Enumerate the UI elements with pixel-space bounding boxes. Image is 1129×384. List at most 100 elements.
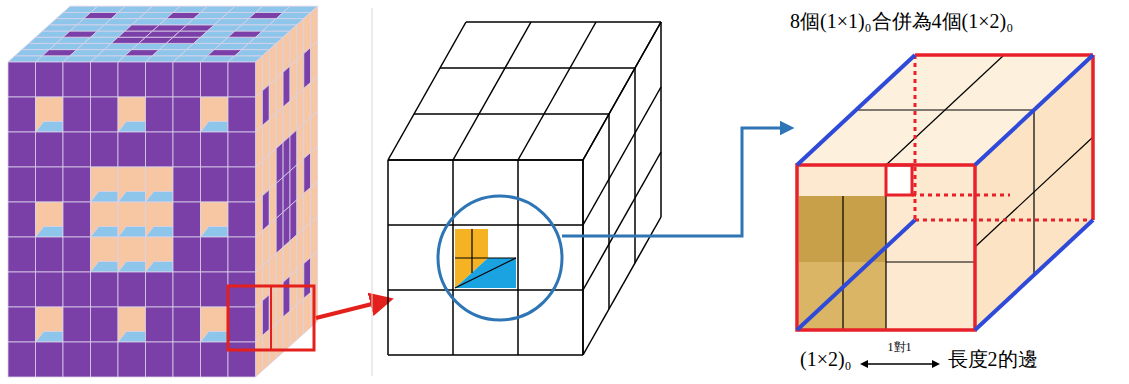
grid-line bbox=[388, 159, 583, 161]
side-cell bbox=[297, 229, 304, 270]
side-cell bbox=[283, 101, 290, 142]
side-cell bbox=[283, 276, 290, 317]
front-cell bbox=[63, 97, 91, 132]
front-cell bbox=[173, 237, 201, 272]
grid-line bbox=[466, 21, 661, 23]
front-cell bbox=[8, 97, 36, 132]
hole-floor bbox=[146, 227, 174, 238]
side-cell bbox=[297, 299, 304, 340]
hole-cell bbox=[36, 202, 64, 237]
hole-floor bbox=[146, 192, 174, 203]
cell-line bbox=[886, 261, 975, 262]
hole-cell bbox=[118, 202, 146, 237]
side-cell bbox=[290, 305, 297, 346]
grid-line bbox=[518, 22, 596, 160]
hole-cell bbox=[201, 97, 229, 132]
inner-floor bbox=[455, 258, 516, 288]
side-cell bbox=[269, 43, 276, 84]
front-cell bbox=[118, 272, 146, 307]
front-cell bbox=[146, 132, 174, 167]
zoom-arrow bbox=[562, 128, 790, 236]
side-cell bbox=[311, 181, 318, 222]
side-cell bbox=[262, 260, 269, 301]
front-cell bbox=[201, 62, 229, 97]
side-cell bbox=[304, 12, 311, 53]
side-cell bbox=[276, 107, 283, 148]
correspondence-arrow: 1對1 bbox=[858, 342, 942, 372]
length-2-edge bbox=[975, 55, 1093, 165]
side-cell bbox=[311, 76, 318, 117]
zoom-arrow bbox=[316, 300, 388, 318]
side-cell bbox=[283, 31, 290, 72]
front-cell bbox=[146, 62, 174, 97]
grid-line bbox=[608, 114, 610, 309]
front-cell bbox=[63, 132, 91, 167]
side-cell bbox=[297, 19, 304, 60]
front-cell bbox=[8, 237, 36, 272]
inner-line bbox=[455, 258, 516, 288]
front-cell bbox=[228, 202, 256, 237]
side-cell bbox=[304, 117, 311, 158]
side-cell bbox=[283, 206, 290, 247]
side-cell bbox=[311, 41, 318, 82]
hole-floor bbox=[36, 332, 64, 343]
hole-cell bbox=[91, 237, 119, 272]
side-cell bbox=[262, 225, 269, 266]
grid-line bbox=[452, 160, 454, 355]
side-cell bbox=[256, 161, 263, 202]
front-cell bbox=[173, 62, 201, 97]
side-cell bbox=[256, 231, 263, 272]
length-2-edge bbox=[797, 55, 915, 165]
grid-line bbox=[583, 87, 661, 225]
length-2-edge bbox=[797, 220, 915, 330]
side-cell bbox=[276, 282, 283, 323]
hidden-edge bbox=[912, 194, 1010, 197]
side-cell bbox=[276, 212, 283, 253]
front-cell bbox=[146, 307, 174, 342]
front-cell bbox=[201, 132, 229, 167]
front-cell bbox=[146, 97, 174, 132]
hole-cell bbox=[146, 167, 174, 202]
side-cell bbox=[283, 136, 290, 177]
side-cell bbox=[269, 218, 276, 259]
hole-cell bbox=[91, 202, 119, 237]
side-cell bbox=[276, 37, 283, 78]
hole-floor bbox=[36, 122, 64, 133]
side-cell bbox=[297, 264, 304, 305]
side-cell bbox=[283, 66, 290, 107]
grid-line bbox=[582, 160, 584, 355]
side-cell bbox=[304, 292, 311, 333]
front-cell bbox=[228, 272, 256, 307]
arrow-head bbox=[860, 360, 868, 368]
side-cell bbox=[269, 148, 276, 189]
front-cell bbox=[63, 62, 91, 97]
side-cell bbox=[311, 216, 318, 257]
side-cell bbox=[269, 183, 276, 224]
grid-line bbox=[388, 22, 466, 160]
correspondence-row: (1×2)₀ 1對1 長度2的邊 bbox=[800, 342, 1038, 372]
term-label: 長度2的邊 bbox=[948, 346, 1038, 372]
side-cell bbox=[276, 247, 283, 288]
front-cell bbox=[228, 167, 256, 202]
hole-floor bbox=[91, 227, 119, 238]
front-cell bbox=[91, 132, 119, 167]
front-cell bbox=[8, 167, 36, 202]
merge-note: 8個(1×1)₀合併為4個(1×2)₀ bbox=[790, 8, 1013, 35]
front-edges bbox=[797, 165, 975, 330]
hole-cell bbox=[146, 202, 174, 237]
front-cell bbox=[228, 62, 256, 97]
menger-sponge bbox=[8, 6, 318, 377]
highlight-line bbox=[270, 286, 272, 350]
hole-floor bbox=[118, 262, 146, 273]
side-cell bbox=[304, 257, 311, 298]
side-cell bbox=[311, 146, 318, 187]
front-cell bbox=[91, 272, 119, 307]
front-cell bbox=[91, 62, 119, 97]
arrow-shaft bbox=[862, 363, 938, 364]
side-cell bbox=[283, 241, 290, 282]
hole-cell bbox=[146, 237, 174, 272]
side-cell bbox=[297, 124, 304, 165]
wireframe-cube bbox=[388, 22, 661, 355]
hole-cell bbox=[118, 307, 146, 342]
